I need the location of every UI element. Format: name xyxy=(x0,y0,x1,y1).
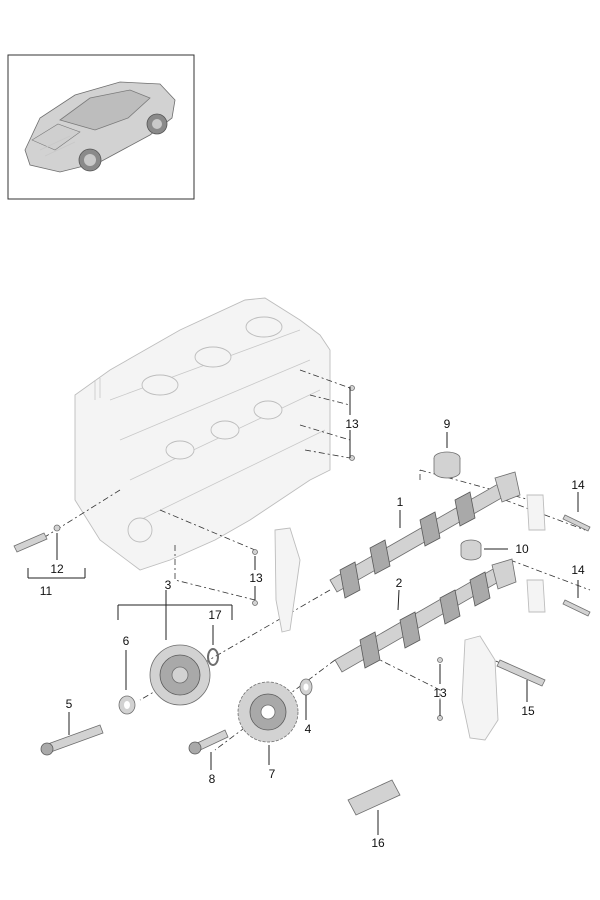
timing-bracket-right xyxy=(461,635,499,741)
part-12-seal-ring xyxy=(53,524,61,532)
leader-lines xyxy=(27,387,579,835)
part-7-sprocket xyxy=(237,681,299,743)
part-16-sleeve xyxy=(347,779,401,816)
callout-6: 6 xyxy=(123,634,130,648)
part-4-washer xyxy=(299,678,313,696)
callout-10: 10 xyxy=(515,542,529,556)
callout-12: 12 xyxy=(50,562,64,576)
timing-bracket-left xyxy=(274,527,301,633)
part-1-camshaft xyxy=(329,471,521,599)
callout-8: 8 xyxy=(209,772,216,786)
callout-7: 7 xyxy=(269,767,276,781)
callout-15: 15 xyxy=(521,704,535,718)
cylinder-head-ghost xyxy=(74,297,331,571)
part-11-guide-pin xyxy=(13,532,48,553)
car-illustration xyxy=(24,81,176,173)
part-2-camshaft xyxy=(334,558,517,673)
callout-13-lower: 13 xyxy=(433,686,447,700)
callout-labels: 1 2 3 4 5 6 7 8 9 10 11 12 13 13 13 14 1… xyxy=(40,417,585,850)
callout-2: 2 xyxy=(396,576,403,590)
callout-14-lower: 14 xyxy=(571,563,585,577)
part-14-bearing-cap-lower xyxy=(526,579,591,617)
callout-5: 5 xyxy=(66,697,73,711)
callout-13-upper: 13 xyxy=(345,417,359,431)
part-5-central-bolt xyxy=(40,724,104,756)
vehicle-thumbnail xyxy=(7,54,195,200)
part-15-bolt xyxy=(496,659,546,687)
callout-17: 17 xyxy=(208,608,222,622)
part-3-camshaft-adjuster xyxy=(149,644,211,706)
callout-13-middle: 13 xyxy=(249,571,263,585)
callout-11: 11 xyxy=(40,584,53,598)
part-17-o-ring xyxy=(207,648,219,666)
callout-16: 16 xyxy=(371,836,385,850)
callout-9: 9 xyxy=(444,417,451,431)
callout-4: 4 xyxy=(305,722,312,736)
part-8-bolt xyxy=(188,729,229,755)
callout-3: 3 xyxy=(165,578,172,592)
part-10-bucket-tappet xyxy=(460,539,482,561)
part-6-thrust-washer xyxy=(118,695,136,715)
part-14-bearing-cap-upper xyxy=(526,494,591,532)
callout-14-upper: 14 xyxy=(571,478,585,492)
part-9-bucket-tappet xyxy=(433,451,461,479)
callout-1: 1 xyxy=(397,495,404,509)
